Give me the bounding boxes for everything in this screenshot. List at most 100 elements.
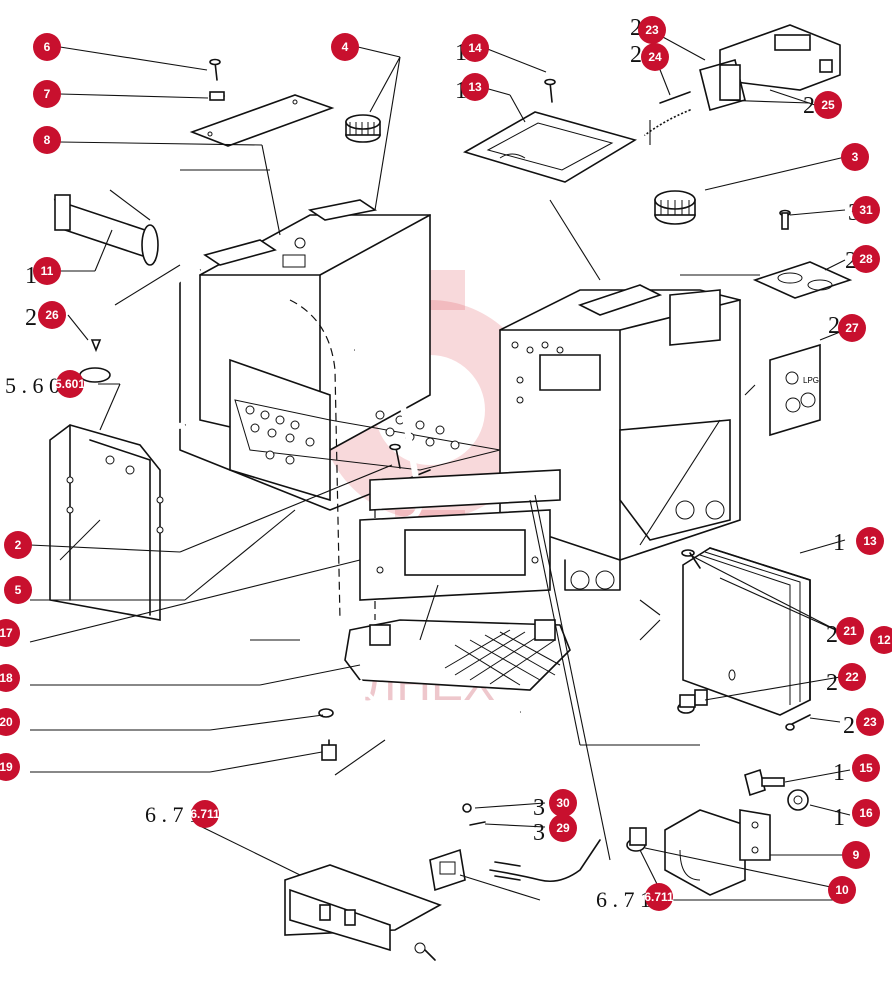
svg-text:31: 31 bbox=[859, 203, 873, 217]
svg-text:3: 3 bbox=[533, 820, 545, 846]
callout-2: 2 bbox=[4, 531, 32, 559]
callout-17: 17 bbox=[0, 619, 20, 647]
callout-23: 23 bbox=[856, 708, 884, 736]
svg-text:22: 22 bbox=[845, 670, 859, 684]
leader-lines bbox=[29, 29, 851, 901]
svg-text:2: 2 bbox=[25, 305, 37, 331]
callout-27: 26 bbox=[38, 301, 66, 329]
callout-14: 14 bbox=[461, 34, 489, 62]
svg-text:2: 2 bbox=[843, 713, 855, 739]
hinge-cover bbox=[664, 809, 771, 896]
fitting-27 bbox=[90, 339, 102, 353]
svg-text:20: 20 bbox=[0, 715, 13, 729]
perforation-holes bbox=[245, 405, 460, 465]
control-plate: LPG bbox=[769, 343, 821, 437]
callout-4: 4 bbox=[331, 33, 359, 61]
svg-text:6: 6 bbox=[44, 40, 51, 54]
svg-text:3: 3 bbox=[852, 150, 859, 164]
callout-9: 9 bbox=[842, 841, 870, 869]
callout-12: 12 bbox=[870, 626, 892, 654]
callout-15: 15 bbox=[852, 754, 880, 782]
plate-label: LPG bbox=[803, 376, 819, 385]
knob-22 bbox=[677, 689, 708, 714]
callout-badges: 6 7 8 4 14 13 23 24 25 3 31 28 27 11 26 … bbox=[0, 16, 892, 911]
lid-plate bbox=[189, 94, 335, 147]
nut-16 bbox=[787, 789, 809, 811]
left-housing bbox=[179, 199, 501, 621]
svg-text:23: 23 bbox=[645, 23, 659, 37]
svg-text:2: 2 bbox=[828, 313, 840, 339]
svg-text:7: 7 bbox=[44, 87, 51, 101]
knob-10 bbox=[626, 827, 647, 852]
svg-text:4: 4 bbox=[342, 40, 349, 54]
rear-cover bbox=[681, 547, 811, 716]
svg-text:21: 21 bbox=[843, 624, 857, 638]
svg-text:5: 5 bbox=[15, 583, 22, 597]
callout-25: 24 bbox=[641, 43, 669, 71]
filler-cap bbox=[345, 114, 381, 143]
callout-3: 3 bbox=[841, 143, 869, 171]
svg-text:2: 2 bbox=[803, 93, 815, 119]
svg-text:23: 23 bbox=[863, 715, 877, 729]
callout-29: 28 bbox=[852, 245, 880, 273]
svg-text:5.601: 5.601 bbox=[55, 377, 85, 391]
callout-31: 30 bbox=[549, 789, 577, 817]
step-bracket bbox=[344, 469, 571, 718]
connector bbox=[429, 803, 601, 892]
callout-6711-right: 6.711 bbox=[644, 883, 674, 911]
callout-19: 19 bbox=[0, 753, 20, 781]
cap-right bbox=[654, 190, 696, 225]
svg-text:1: 1 bbox=[833, 805, 845, 831]
svg-text:12: 12 bbox=[877, 633, 891, 647]
svg-text:3: 3 bbox=[533, 795, 545, 821]
callout-6711-left: 6.711 bbox=[190, 800, 220, 828]
bolt-23 bbox=[785, 714, 811, 731]
callout-7: 7 bbox=[33, 80, 61, 108]
bolt-15 bbox=[744, 768, 785, 797]
callout-18: 18 bbox=[0, 664, 20, 692]
svg-text:17: 17 bbox=[0, 626, 13, 640]
callout-5: 5 bbox=[4, 576, 32, 604]
callout-6: 6 bbox=[33, 33, 61, 61]
callout-21: 21 bbox=[836, 617, 864, 645]
svg-text:1: 1 bbox=[833, 530, 845, 556]
svg-text:26: 26 bbox=[45, 308, 59, 322]
gasket bbox=[752, 261, 853, 299]
callout-26: 25 bbox=[814, 91, 842, 119]
svg-text:30: 30 bbox=[556, 796, 570, 810]
bottom-module bbox=[284, 864, 442, 961]
svg-text:10: 10 bbox=[835, 883, 849, 897]
svg-text:25: 25 bbox=[821, 98, 835, 112]
mount-bracket bbox=[49, 367, 164, 621]
svg-text:2: 2 bbox=[630, 42, 642, 68]
callout-32: 31 bbox=[852, 196, 880, 224]
top-cover-plate bbox=[462, 78, 638, 183]
svg-text:8: 8 bbox=[44, 133, 51, 147]
svg-text:9: 9 bbox=[853, 848, 860, 862]
callout-30: 29 bbox=[549, 814, 577, 842]
callout-20: 20 bbox=[0, 708, 20, 736]
svg-text:13: 13 bbox=[863, 534, 877, 548]
callout-5601: 5.601 bbox=[55, 370, 85, 398]
svg-text:27: 27 bbox=[845, 321, 859, 335]
svg-text:18: 18 bbox=[0, 671, 13, 685]
svg-text:19: 19 bbox=[0, 760, 13, 774]
svg-text:1: 1 bbox=[833, 760, 845, 786]
svg-text:6.711: 6.711 bbox=[190, 807, 220, 821]
callout-28: 27 bbox=[838, 314, 866, 342]
svg-text:6.711: 6.711 bbox=[644, 890, 674, 904]
callout-8: 8 bbox=[33, 126, 61, 154]
svg-text:11: 11 bbox=[41, 264, 54, 278]
svg-text:13: 13 bbox=[468, 80, 482, 94]
svg-text:14: 14 bbox=[468, 41, 482, 55]
svg-text:29: 29 bbox=[556, 821, 570, 835]
svg-text:24: 24 bbox=[648, 50, 662, 64]
step-grid bbox=[444, 629, 561, 686]
screw-and-washer bbox=[209, 58, 225, 101]
callout-11: 11 bbox=[33, 257, 61, 285]
callout-10: 10 bbox=[828, 876, 856, 904]
callout-13-top: 13 bbox=[461, 73, 489, 101]
callout-16: 16 bbox=[852, 799, 880, 827]
callout-24: 23 bbox=[638, 16, 666, 44]
